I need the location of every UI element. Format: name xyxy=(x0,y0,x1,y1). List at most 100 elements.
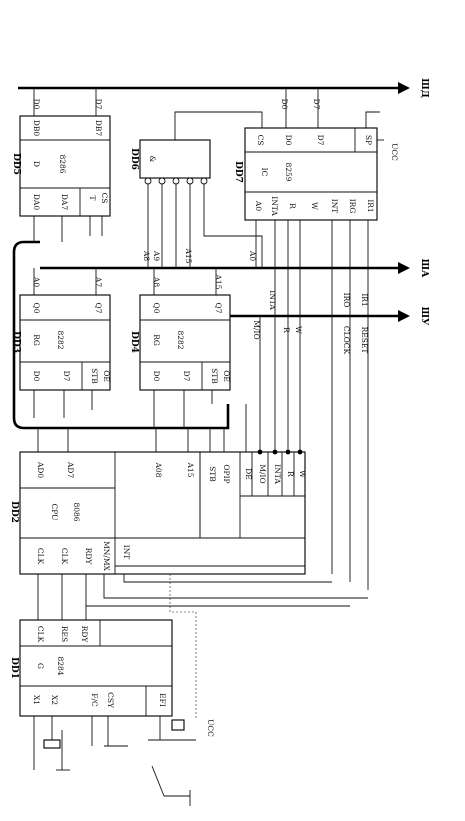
dd2-block: AD0 AD7 A08 A15 STB OPIP DE M/IO INTA R … xyxy=(9,451,307,575)
dd2-name: DD2 xyxy=(9,501,19,523)
dd7-pin-irg: IRG xyxy=(348,199,357,214)
dd2-pin-stb: STB xyxy=(208,466,217,482)
signal-reset: RESET xyxy=(360,327,369,354)
dd1-pin-x2: X2 xyxy=(50,695,59,705)
control-bus-arrow xyxy=(398,310,410,322)
lower-bus xyxy=(12,404,230,430)
dd6-name: DD6 xyxy=(129,148,139,170)
dd5-name: DD5 xyxy=(11,153,21,175)
dd4-block: Q0 Q7 RG 8282 D0 D7 STB OE DD4 xyxy=(129,294,231,391)
control-bus-label: ШУ xyxy=(419,307,429,326)
dd3-center-1: RG xyxy=(32,334,41,346)
bus-label-a15: A15 xyxy=(214,274,223,290)
address-bus-arrow xyxy=(398,262,410,274)
dd2-pin-rdy: RDY xyxy=(84,548,93,566)
address-bus xyxy=(12,240,398,418)
dd3-pin-d0: D0 xyxy=(32,371,41,382)
dd1-pin-csy: CSY xyxy=(106,692,115,709)
bus-label-d0: D0 xyxy=(32,99,41,110)
bus-label-inta: INTA xyxy=(268,290,277,310)
bus-label-mio: M/IO xyxy=(252,320,261,339)
dd2-pin-mnmx: MN/MX xyxy=(102,541,111,571)
dd7-pin-cs: CS xyxy=(256,135,265,146)
signal-ucc-reset: UCC xyxy=(206,719,215,737)
dd4-name: DD4 xyxy=(129,331,139,353)
dd6-input-a15: A15 xyxy=(184,248,193,264)
dd6-input-a8: A8 xyxy=(142,250,151,261)
data-bus-arrow xyxy=(398,82,410,94)
dd3-pin-q0: Q0 xyxy=(32,303,41,314)
dd2-pin-r: R xyxy=(286,471,295,477)
dd3-ctl-oe: OE xyxy=(102,370,111,382)
dd4-pin-q7: Q7 xyxy=(214,303,223,314)
dd5-pin-da7: DA7 xyxy=(60,194,69,210)
dd2-pin-clk-2: CLK xyxy=(60,548,69,565)
dd1-center-g: G xyxy=(36,663,45,669)
dd3-center-2: 8282 xyxy=(56,330,65,349)
dd6-input-a9: A9 xyxy=(152,250,161,261)
dd2-center-cpu: CPU xyxy=(50,504,59,521)
dd7-name: DD7 xyxy=(233,161,243,183)
dd2-pin-w: W xyxy=(298,470,307,478)
dd4-pin-q0: Q0 xyxy=(152,303,161,314)
dd1-pin-rdy: RDY xyxy=(80,626,89,644)
dd3-ctl-stb: STB xyxy=(90,368,99,384)
dd5-center-2: 8286 xyxy=(58,154,67,173)
dd2-pin-mio: M/IO xyxy=(258,464,267,483)
dd3-name: DD3 xyxy=(11,331,21,353)
dd2-pin-int: INT xyxy=(122,545,131,560)
dd4-pin-d0: D0 xyxy=(152,371,161,382)
wiring xyxy=(33,88,384,806)
dd2-pin-de: DE xyxy=(244,468,253,480)
dd4-pin-d7: D7 xyxy=(182,371,191,382)
bus-label-dd7-a0: A0 xyxy=(248,250,257,261)
dd4-ctl-stb: STB xyxy=(210,368,219,384)
dd7-pin-r: R xyxy=(288,203,297,209)
dd7-pin-inta: INTA xyxy=(270,196,279,216)
signal-ucc-dd7: UCC xyxy=(390,143,399,161)
dd3-pin-d7: D7 xyxy=(62,371,71,382)
bus-label-ir1: IR1 xyxy=(360,293,369,306)
dd5-pin-da0: DA0 xyxy=(32,194,41,210)
dd6-symbol: & xyxy=(148,156,157,163)
dd4-center-2: 8282 xyxy=(176,330,185,349)
dd5-pin-db7: DB7 xyxy=(94,120,103,137)
dd1-pin-fc: F/C xyxy=(90,693,99,707)
bus-label-a0: A0 xyxy=(32,276,41,287)
address-bus-label: ША xyxy=(419,259,429,278)
dd1-center-8284: 8284 xyxy=(56,656,65,675)
dd5-ctl-t: T xyxy=(88,195,97,200)
dd7-center-1: IC xyxy=(260,168,269,177)
bus-label-w: W xyxy=(294,326,303,334)
dd7-center-2: 8259 xyxy=(284,162,293,181)
dd5-pin-db0: DB0 xyxy=(32,120,41,137)
dd2-pin-inta: INTA xyxy=(273,464,282,484)
bus-label-a7: A7 xyxy=(94,276,103,287)
dd5-block: DB0 DB7 D 8286 DA0 DA7 T CS DD5 xyxy=(11,115,111,217)
dd2-center-8086: 8086 xyxy=(72,502,81,521)
dd7-pin-d0: D0 xyxy=(284,135,293,146)
dd2-pin-a08: A08 xyxy=(154,462,163,478)
dd1-pin-res: RES xyxy=(60,626,69,642)
dd7-pin-a0: A0 xyxy=(254,200,263,211)
dd2-pin-ad0: AD0 xyxy=(36,461,45,478)
dd2-pin-opip: OPIP xyxy=(222,464,231,483)
dd3-pin-q7: Q7 xyxy=(94,303,103,314)
dd5-ctl-cs: CS xyxy=(100,193,109,204)
dd4-ctl-oe: OE xyxy=(222,370,231,382)
dd2-pin-a15: A15 xyxy=(186,462,195,478)
dd1-block: CLK RES RDY G 8284 X1 X2 F/C CSY EFI DD1 xyxy=(9,619,173,717)
dd2-pin-ad7: AD7 xyxy=(66,461,75,478)
bus-label-iro: IRO xyxy=(342,293,351,308)
data-bus-label: ШД xyxy=(419,78,429,97)
dd4-center-1: RG xyxy=(152,334,161,346)
signal-clock: CLOCK xyxy=(342,326,351,355)
dd2-pin-clk-1: CLK xyxy=(36,548,45,565)
bus-label-d7: D7 xyxy=(94,99,103,110)
bus-label-a8: A8 xyxy=(152,276,161,287)
dd1-pin-efi: EFI xyxy=(158,693,167,707)
dd7-pin-d7: D7 xyxy=(316,135,325,146)
dd1-name: DD1 xyxy=(9,657,19,679)
bus-labels: D0 D7 A0 A7 A8 A15 D0 D7 A0 M/IO R W INT… xyxy=(32,99,399,738)
